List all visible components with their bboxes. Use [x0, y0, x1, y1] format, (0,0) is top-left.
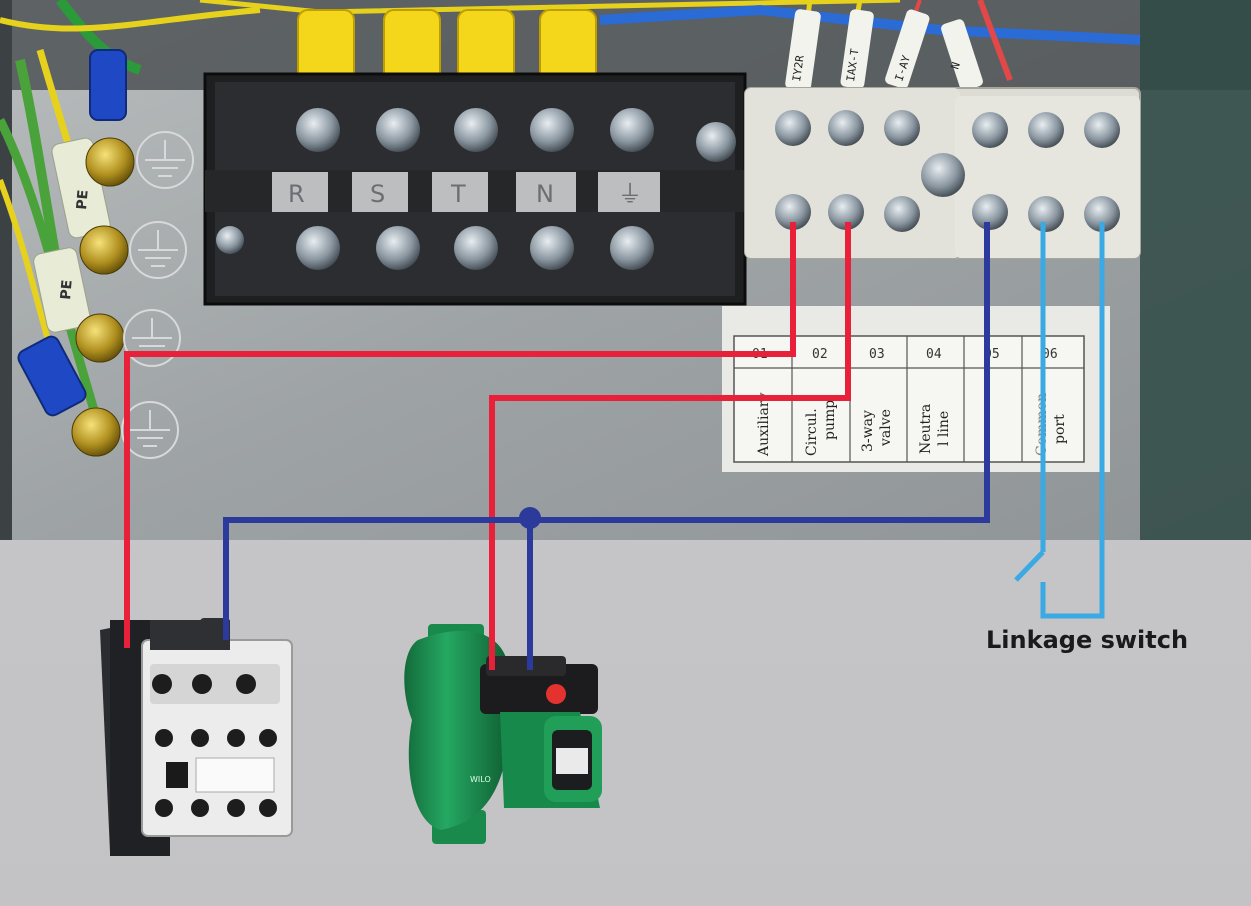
live-wire-auxiliary — [124, 222, 796, 648]
screw-icon — [610, 108, 654, 152]
screw-icon — [376, 108, 420, 152]
screw-icon — [259, 799, 277, 817]
label-auxiliary: Auxiliary — [756, 393, 772, 457]
screw-icon — [296, 226, 340, 270]
neutral-wire-main — [223, 222, 990, 640]
wire-tag-2: IAX-T — [844, 47, 862, 82]
screw-icon — [775, 194, 811, 230]
linkage-switch-label: Linkage switch — [986, 626, 1188, 654]
blue-crimp-connectors — [17, 49, 127, 417]
screw-icon — [610, 226, 654, 270]
screw-icon — [79, 225, 129, 275]
label-number-06: 06 — [1042, 347, 1058, 362]
screw-icon — [530, 108, 574, 152]
screw-icon — [71, 407, 121, 457]
label-number-02: 02 — [812, 347, 828, 362]
screw-icon — [696, 122, 736, 162]
screw-icon — [376, 226, 420, 270]
screw-icon — [828, 194, 864, 230]
label-valve-line1: 3-way — [860, 410, 876, 452]
screw-icon — [155, 799, 173, 817]
label-number-03: 03 — [869, 347, 885, 362]
screw-icon — [152, 674, 172, 694]
screw-icon — [259, 729, 277, 747]
label-neutral-line1: Neutra — [918, 404, 934, 454]
screw-icon — [884, 110, 920, 146]
control-terminal-block — [744, 87, 1141, 259]
screw-icon — [454, 108, 498, 152]
screw-icon — [227, 729, 245, 747]
screw-icon — [530, 226, 574, 270]
screw-icon — [236, 674, 256, 694]
linkage-wire-right — [1040, 222, 1105, 619]
circulation-pump: WILO — [404, 624, 602, 844]
label-number-04: 04 — [926, 347, 942, 362]
wire-tag-1: IY2R — [790, 54, 807, 82]
screw-icon — [1084, 112, 1120, 148]
label-common-line2: port — [1052, 414, 1068, 444]
terminal-label-r: R — [288, 180, 305, 208]
screw-icon — [1084, 196, 1120, 232]
pe-tag-2: PE — [58, 279, 76, 300]
terminal-label-table: 01 02 03 04 05 06 Auxiliary Circul. pump… — [722, 306, 1110, 472]
terminal-label-s: S — [370, 180, 385, 208]
screw-icon — [191, 799, 209, 817]
screw-icon — [296, 108, 340, 152]
screw-icon — [1028, 196, 1064, 232]
screw-icon — [191, 729, 209, 747]
label-neutral-line2: l line — [936, 411, 952, 446]
wire-tag-4: N — [948, 61, 962, 71]
panel-left-edge — [0, 0, 12, 540]
pe-tag-1: PE — [74, 189, 92, 210]
panel-right-shadow — [1140, 0, 1251, 540]
terminal-label-strip: R S T N ⏚ — [272, 172, 660, 212]
screw-icon — [85, 137, 135, 187]
linkage-switch-contact — [1014, 550, 1045, 582]
screw-icon — [192, 674, 212, 694]
screw-icon — [454, 226, 498, 270]
ac-contactor — [100, 618, 293, 856]
terminal-label-ground: ⏚ — [618, 180, 642, 208]
label-circul-line1: Circul. — [804, 408, 820, 456]
screw-icon — [884, 196, 920, 232]
neutral-wires — [223, 222, 990, 670]
screw-icon — [828, 110, 864, 146]
pump-brand-label: WILO — [470, 775, 491, 784]
label-circul-line2: pump — [822, 400, 838, 440]
screw-icon — [227, 799, 245, 817]
live-wire-pump — [489, 222, 851, 670]
terminal-label-n: N — [536, 180, 554, 208]
screw-icon — [1028, 112, 1064, 148]
indicator-light — [546, 684, 566, 704]
terminal-screws — [216, 108, 736, 270]
wire-tag-sleeves: IY2R IAX-T I-AY N — [785, 9, 983, 91]
label-valve-line2: valve — [878, 409, 894, 447]
screw-icon — [972, 112, 1008, 148]
neutral-junction-dot — [519, 507, 541, 529]
terminal-label-t: T — [450, 180, 466, 208]
screw-icon — [75, 313, 125, 363]
screw-icon — [216, 226, 244, 254]
ground-lugs — [71, 137, 135, 457]
linkage-switch-wires — [1014, 222, 1105, 619]
earth-ground-icon — [121, 131, 194, 459]
live-wires — [124, 222, 851, 670]
screw-icon — [775, 110, 811, 146]
screw-icon — [155, 729, 173, 747]
screw-icon — [921, 153, 965, 197]
screw-icon — [972, 194, 1008, 230]
